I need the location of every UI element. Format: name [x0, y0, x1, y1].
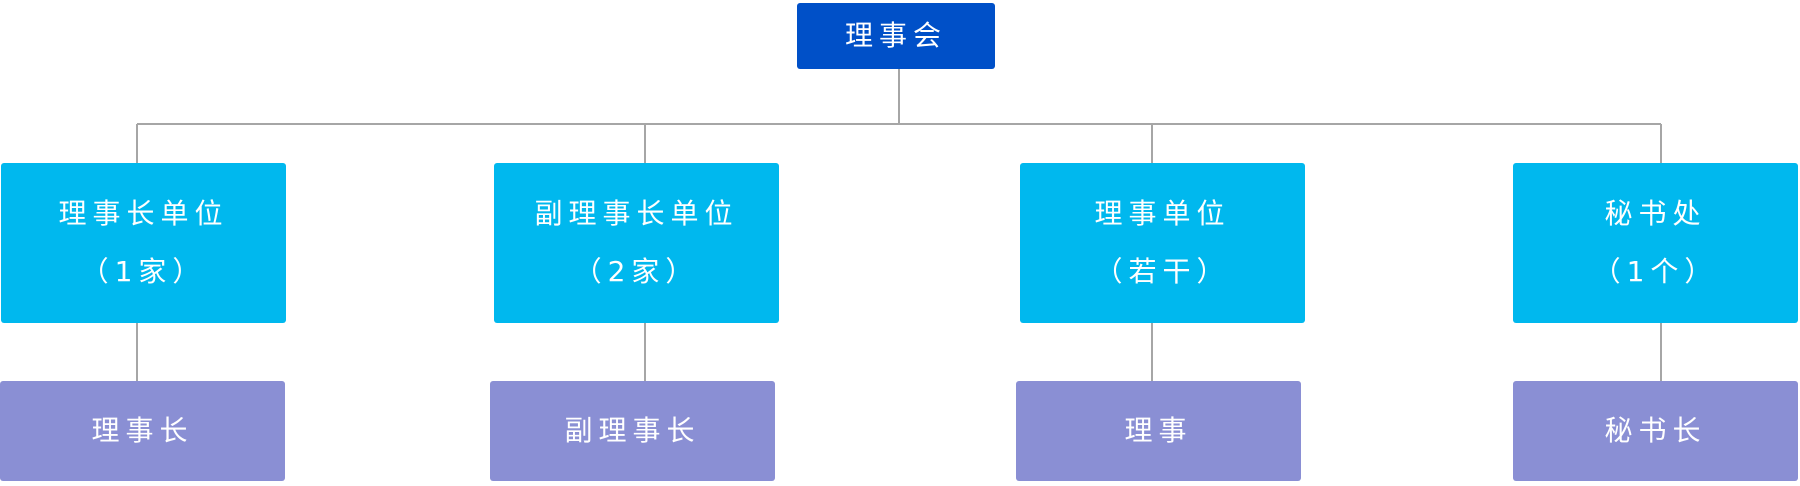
- unit-node-vice-chairman-unit: 副理事长单位 （2家）: [494, 163, 779, 323]
- role-node-vice-chairman: 副理事长: [490, 381, 775, 481]
- root-node-board: 理事会: [797, 3, 995, 69]
- unit-name: 秘书处: [1604, 197, 1707, 230]
- role-node-secretary-general: 秘书长: [1513, 381, 1798, 481]
- unit-count: （2家）: [573, 255, 700, 288]
- unit-count: （1个）: [1592, 255, 1719, 288]
- role-label: 秘书长: [1604, 414, 1707, 447]
- unit-count: （1家）: [80, 255, 207, 288]
- role-node-director: 理事: [1016, 381, 1301, 481]
- unit-name: 理事长单位: [58, 197, 229, 230]
- role-label: 理事长: [91, 414, 194, 447]
- role-label: 副理事长: [564, 414, 701, 447]
- role-label: 理事: [1124, 414, 1193, 447]
- unit-node-director-unit: 理事单位 （若干）: [1020, 163, 1305, 323]
- root-label: 理事会: [844, 19, 947, 52]
- unit-name: 理事单位: [1094, 197, 1231, 230]
- role-node-chairman: 理事长: [0, 381, 285, 481]
- unit-node-chairman-unit: 理事长单位 （1家）: [1, 163, 286, 323]
- unit-name: 副理事长单位: [534, 197, 739, 230]
- unit-count: （若干）: [1094, 255, 1231, 288]
- unit-node-secretariat: 秘书处 （1个）: [1513, 163, 1798, 323]
